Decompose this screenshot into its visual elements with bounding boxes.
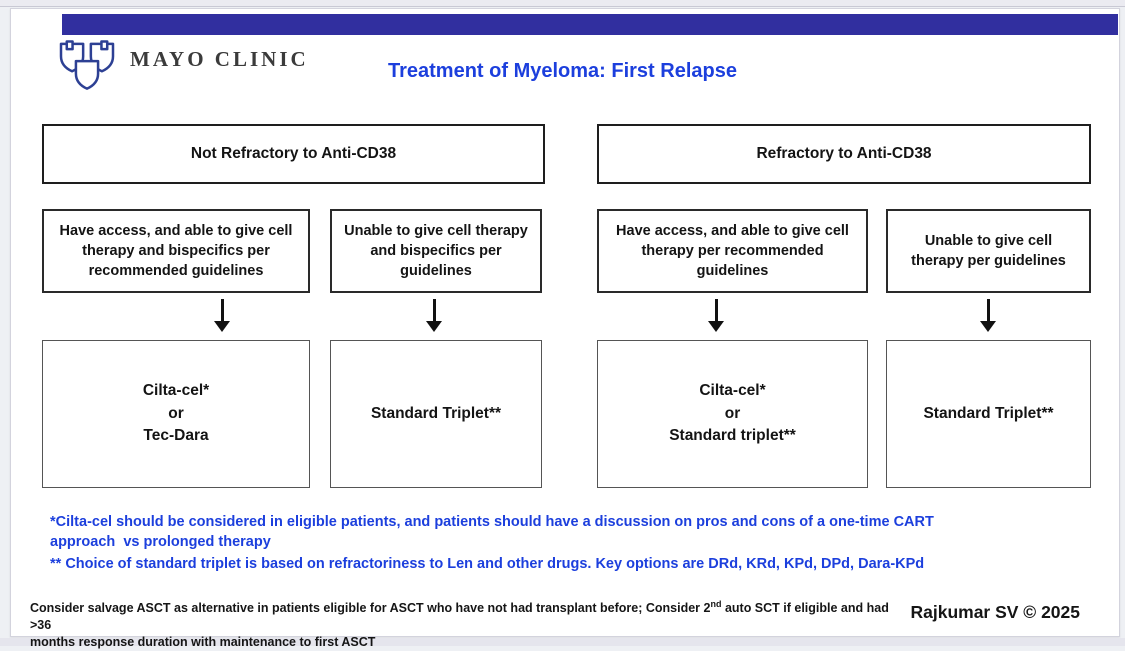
author-credit: Rajkumar SV © 2025 bbox=[910, 602, 1080, 622]
down-arrow-icon bbox=[708, 299, 724, 333]
down-arrow-icon bbox=[214, 299, 230, 333]
treatment-box-standard-triplet-left: Standard Triplet** bbox=[330, 340, 542, 488]
criteria-box-access-cell-therapy-bispecifics: Have access, and able to give cell thera… bbox=[42, 209, 310, 293]
footnote-cilta-cel: *Cilta-cel should be considered in eligi… bbox=[50, 514, 934, 550]
down-arrow-icon bbox=[426, 299, 442, 333]
footnote-salvage-asct-line2: months response duration with maintenanc… bbox=[30, 635, 376, 650]
footnote-salvage-asct: Consider salvage ASCT as alternative in … bbox=[30, 596, 910, 651]
criteria-box-access-cell-therapy: Have access, and able to give cell thera… bbox=[597, 209, 868, 293]
mayo-clinic-logo: MAYO CLINIC bbox=[58, 40, 309, 92]
treatment-box-standard-triplet-right: Standard Triplet** bbox=[886, 340, 1091, 488]
window-top-edge bbox=[0, 0, 1125, 7]
down-arrow-icon bbox=[980, 299, 996, 333]
footnote-superscript: nd bbox=[710, 599, 722, 609]
footnote-salvage-asct-text: Consider salvage ASCT as alternative in … bbox=[30, 601, 711, 616]
mayo-clinic-wordmark: MAYO CLINIC bbox=[130, 47, 309, 71]
footnote-standard-triplet: ** Choice of standard triplet is based o… bbox=[50, 556, 925, 572]
treatment-box-cilta-cel-or-tec-dara: Cilta-cel* or Tec-Dara bbox=[42, 340, 310, 488]
footnote-salvage-asct-text2: auto SCT if eligible and had >36 bbox=[30, 601, 889, 633]
window-bottom-edge bbox=[0, 638, 1125, 646]
branch-header-not-refractory: Not Refractory to Anti-CD38 bbox=[42, 124, 545, 184]
treatment-box-cilta-cel-or-standard-triplet: Cilta-cel* or Standard triplet** bbox=[597, 340, 868, 488]
slide-frame bbox=[10, 8, 1120, 637]
criteria-box-unable-cell-therapy-bispecifics: Unable to give cell therapy and bispecif… bbox=[330, 209, 542, 293]
branch-header-refractory: Refractory to Anti-CD38 bbox=[597, 124, 1091, 184]
criteria-box-unable-cell-therapy: Unable to give cell therapy per guidelin… bbox=[886, 209, 1091, 293]
mayo-clinic-shields-icon bbox=[59, 40, 115, 90]
page-title: Treatment of Myeloma: First Relapse bbox=[388, 60, 737, 82]
top-accent-bar bbox=[62, 14, 1118, 35]
